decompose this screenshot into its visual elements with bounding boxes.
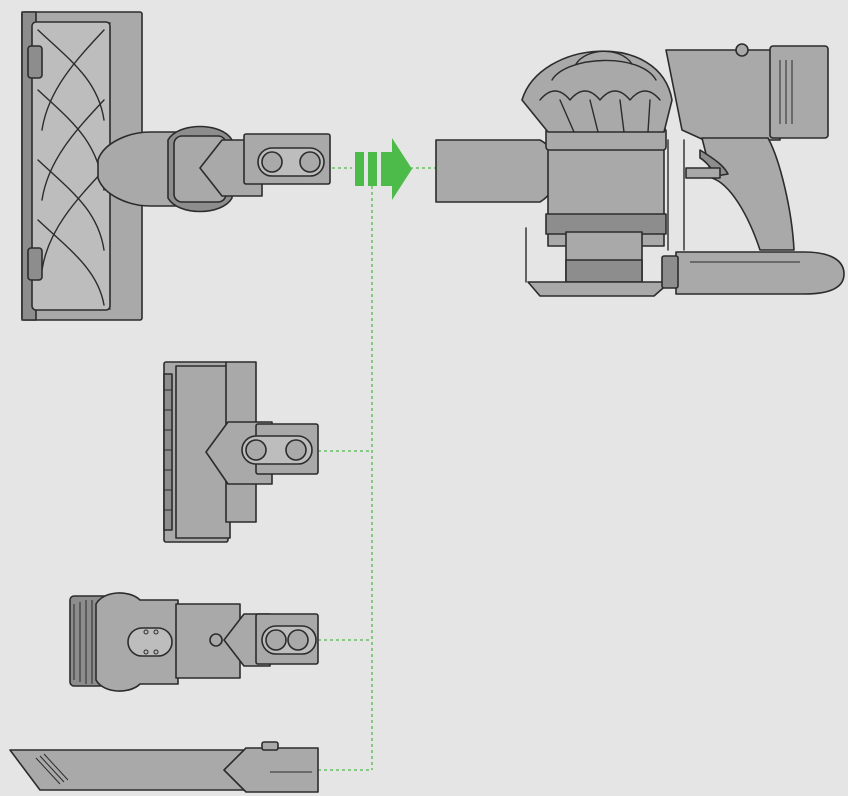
green-double-bar-arrow-icon [355, 138, 412, 200]
connection-guides [318, 167, 436, 771]
motorised-floor-tool[interactable] [21, 11, 331, 321]
mini-motorised-tool[interactable] [163, 361, 319, 543]
crevice-tool[interactable] [9, 741, 319, 793]
handheld-vacuum-unit[interactable] [435, 43, 845, 297]
combination-brush-tool[interactable] [69, 592, 319, 692]
